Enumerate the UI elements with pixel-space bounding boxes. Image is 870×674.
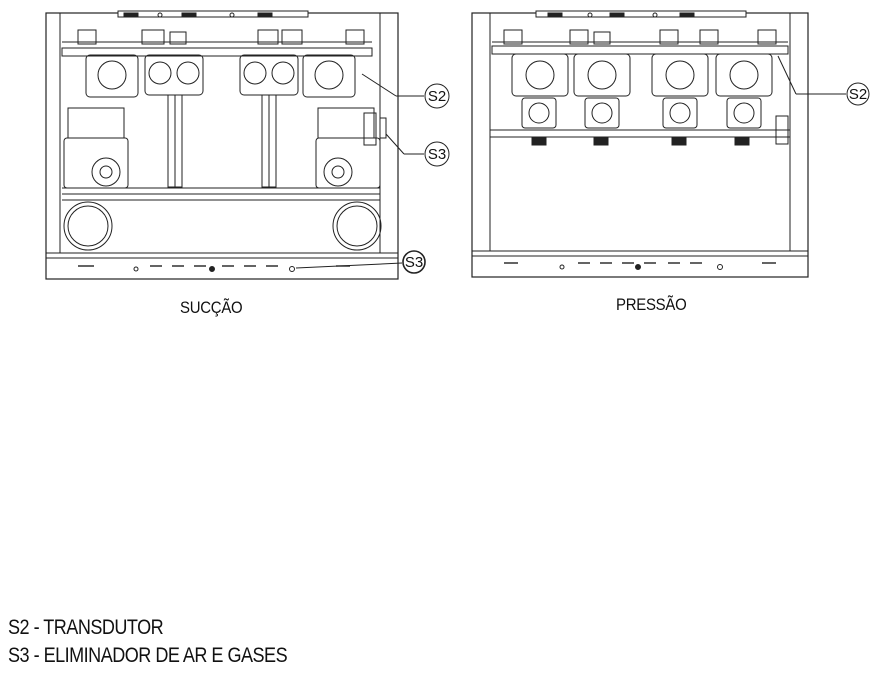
legend-code: S2 [8, 616, 30, 639]
callout-s2-pressure [846, 82, 870, 106]
suction-view [45, 10, 399, 280]
callout-s3-base [402, 250, 426, 274]
callout-s3-base-label: S3 [405, 254, 423, 271]
pressure-view [471, 10, 809, 278]
callout-s2-suction-label: S2 [428, 88, 446, 105]
air-eliminator-suction [363, 112, 377, 146]
legend-item-s2: S2 - TRANSDUTOR [8, 616, 164, 640]
pressure-valve-group [511, 53, 773, 129]
legend-code: S3 [8, 644, 30, 667]
legend-label: TRANSDUTOR [43, 616, 164, 639]
callout-s3-suction-label: S3 [428, 146, 446, 163]
caption-suction: SUCÇÃO [180, 298, 243, 317]
caption-pressure: PRESSÃO [616, 295, 687, 314]
callout-s2-suction [424, 83, 450, 109]
legend-item-s3: S3 - ELIMINADOR DE AR E GASES [8, 644, 288, 668]
callout-s2-pressure-label: S2 [849, 86, 867, 103]
suction-valve-group [85, 54, 356, 98]
callout-s3-suction [424, 141, 450, 167]
callouts: S2 S3 S3 S2 [295, 55, 870, 274]
legend-separator: - [29, 616, 44, 639]
legend-separator: - [29, 644, 44, 667]
legend-label: ELIMINADOR DE AR E GASES [43, 644, 288, 667]
